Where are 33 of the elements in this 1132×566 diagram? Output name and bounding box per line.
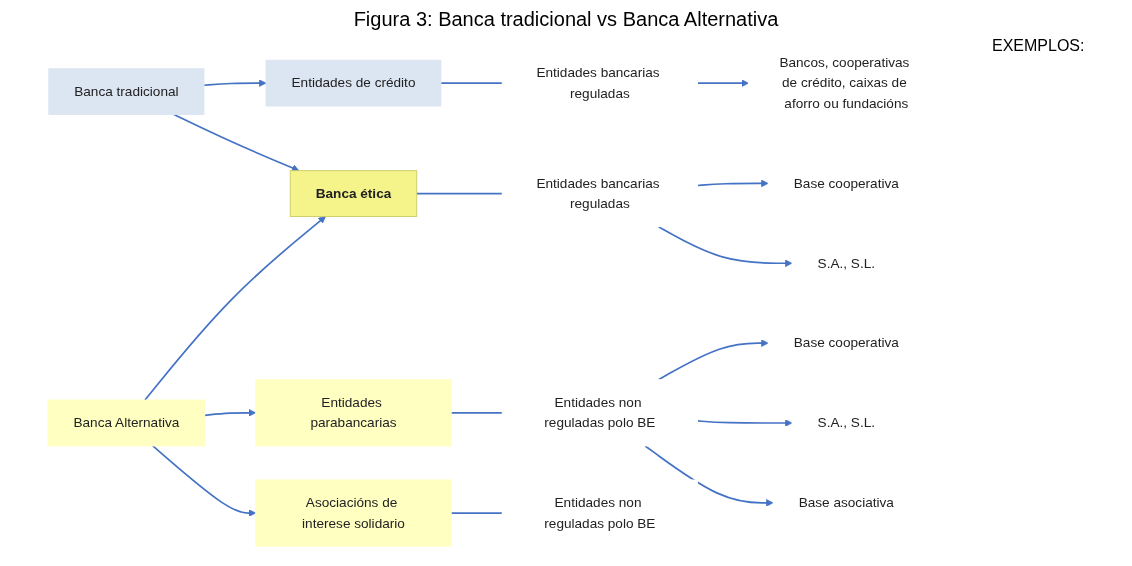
node-box: Banca ética (289, 170, 418, 217)
node-text: Entidades bancarias reguladas (536, 65, 660, 101)
node-text: Bancos, cooperativas de crédito, caixas de aforro ou fundacións (779, 55, 910, 111)
node-text: Base asociativa (798, 495, 894, 510)
connector (440, 82, 504, 84)
node-text: Entidades non reguladas polo BE (544, 394, 656, 430)
arrow (696, 79, 749, 87)
node-text: Base cooperativa (793, 335, 899, 350)
arrow (657, 339, 769, 381)
node-text: Entidades non reguladas polo BE (544, 495, 656, 531)
column-heading: EXEMPLOS: (992, 37, 1086, 55)
node-box: Banca Alternativa (47, 399, 206, 447)
arrow (696, 419, 793, 427)
arrow (657, 225, 793, 267)
arrow (203, 79, 267, 87)
node-text: S.A., S.L. (817, 415, 876, 430)
node-box: Entidades parabancarias (255, 379, 452, 447)
arrow (173, 113, 300, 172)
arrow (152, 445, 257, 517)
connector (450, 512, 504, 514)
node-box: Entidades de crédito (265, 59, 442, 107)
node-text: S.A., S.L. (817, 255, 876, 271)
arrow (696, 179, 769, 188)
node-text: Base cooperativa (793, 175, 899, 191)
arrow (644, 445, 774, 507)
arrow (203, 409, 257, 417)
diagram-title: Figura 3: Banca tradicional vs Banca Alternativa (353, 8, 779, 31)
node-box: Asociacións de interese solidario (255, 479, 452, 547)
connector (415, 192, 504, 195)
connector (450, 411, 504, 414)
node-text: Entidades bancarias reguladas (536, 175, 660, 211)
node-box: Banca tradicional (48, 68, 205, 115)
arrow (144, 216, 326, 401)
